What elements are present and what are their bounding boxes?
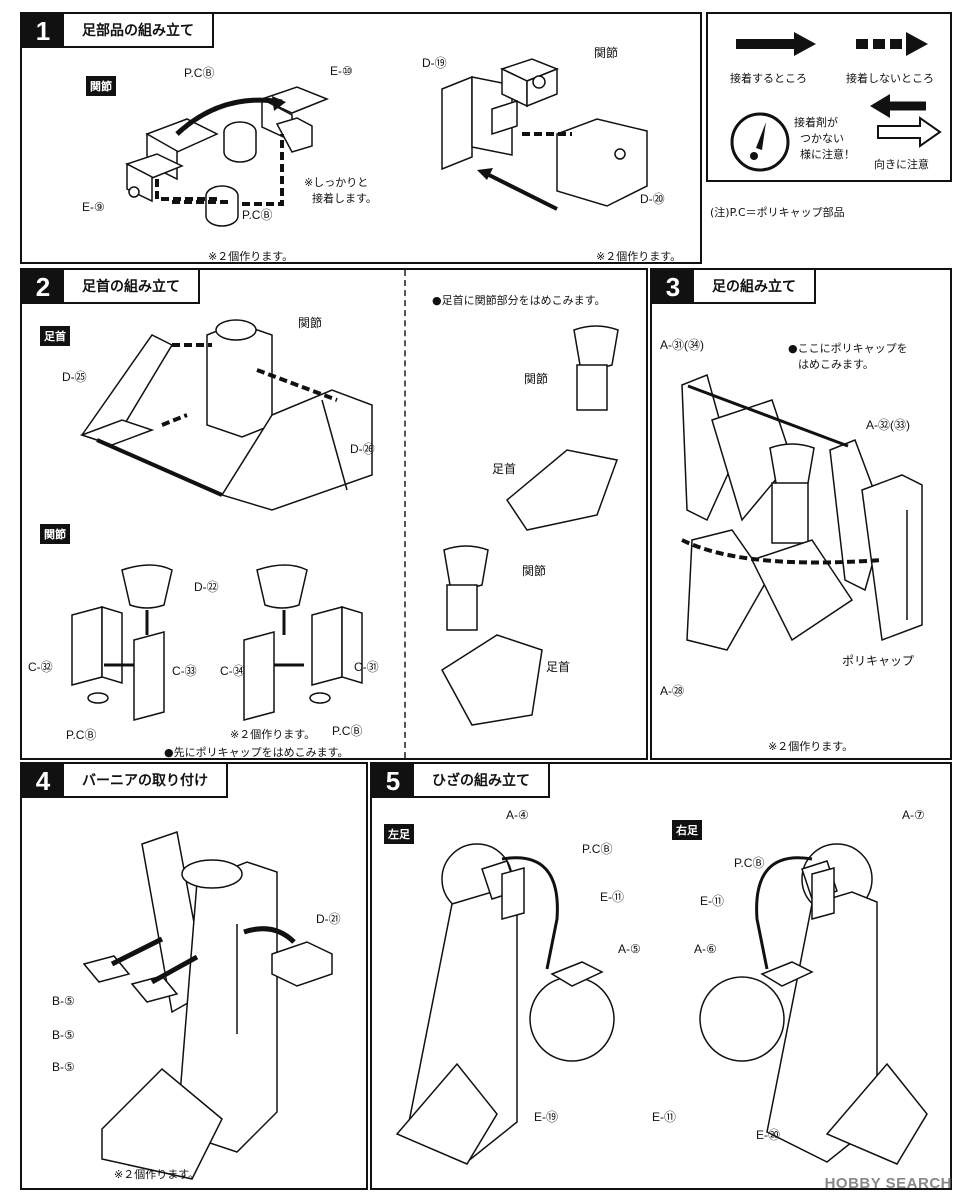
- step-3-title: 足の組み立て: [694, 270, 816, 304]
- label-kansetsu: 関節: [594, 46, 619, 60]
- step-3-panel: 3 足の組み立て A-㉛(㉞) A-㉜(㉝) A-㉘ ポリキャップ ●ここにポリ…: [650, 268, 952, 760]
- step-2-title: 足首の組み立て: [64, 270, 200, 304]
- label-kansetsu-m1: 関節: [524, 372, 549, 386]
- step-2-panel: 2 足首の組み立て 足首 関節: [20, 268, 648, 760]
- label-c33: C-㉝: [172, 664, 197, 678]
- label-c31: C-㉛: [354, 660, 379, 674]
- label-pcb-bottom: P.CⒷ: [242, 208, 273, 222]
- step-1-title: 足部品の組み立て: [64, 14, 214, 48]
- legend-direction: 向きに注意: [874, 158, 929, 171]
- foot-parts-diagram: [125, 58, 648, 227]
- make-two-note-3: ※２個作ります。: [230, 728, 316, 741]
- label-e19: E-⑲: [534, 1110, 559, 1124]
- step-3-number: 3: [652, 270, 694, 304]
- poly-here-note-2: はめこみます。: [798, 358, 874, 371]
- label-ashikubi-m1: 足首: [492, 462, 517, 476]
- label-e20: E-⑳: [756, 1128, 781, 1142]
- right-leg-tag: 右足: [672, 820, 702, 840]
- label-b5-b: B-⑤: [52, 1028, 75, 1042]
- label-pcb-r: P.CⒷ: [332, 724, 363, 738]
- leg-assembly-diagram: [681, 373, 923, 651]
- label-a32: A-㉜(㉝): [866, 418, 910, 432]
- glue-note-1: ※しっかりと: [304, 176, 369, 189]
- legend-warn-1: 接着剤が: [794, 116, 838, 129]
- knee-assembly-diagram: [395, 843, 928, 1165]
- watermark-logo: HOBBY SEARCH: [824, 1175, 952, 1192]
- label-e9: E-⑨: [82, 200, 105, 214]
- label-e11-c: E-⑪: [652, 1110, 677, 1124]
- legend-box: 接着するところ 接着しないところ 接着剤が つかない 様に注意！ 向きに注意: [706, 12, 952, 182]
- label-b5-a: B-⑤: [52, 994, 75, 1008]
- make-two-note-4: ※２個作ります。: [768, 740, 854, 753]
- divider: [404, 270, 406, 758]
- label-d19: D-⑲: [422, 56, 447, 70]
- label-a4: A-④: [506, 808, 529, 822]
- glue-note-2: 接着します。: [312, 192, 377, 205]
- step-4-title: バーニアの取り付け: [64, 764, 228, 798]
- label-a7: A-⑦: [902, 808, 925, 822]
- label-pcb-top: P.CⒷ: [184, 66, 215, 80]
- label-pcb-5l: P.CⒷ: [582, 842, 613, 856]
- label-d26: D-㉖: [350, 442, 375, 456]
- label-pcb-5r: P.CⒷ: [734, 856, 765, 870]
- label-b5-c: B-⑤: [52, 1060, 75, 1074]
- step-2-number: 2: [22, 270, 64, 304]
- label-ashikubi-m2: 足首: [546, 660, 571, 674]
- label-kansetsu-2: 関節: [298, 316, 323, 330]
- label-d20: D-⑳: [640, 192, 665, 206]
- legend-glue: 接着するところ: [730, 72, 807, 85]
- left-leg-tag: 左足: [384, 824, 414, 844]
- label-a28: A-㉘: [660, 684, 685, 698]
- legend-warn-3: 様に注意！: [800, 148, 855, 161]
- ankle-assembly-diagram: [71, 319, 619, 726]
- label-a31: A-㉛(㉞): [660, 338, 704, 352]
- label-a6: A-⑥: [694, 942, 717, 956]
- make-two-note-1: ※２個作ります。: [208, 250, 294, 263]
- label-pcb-l: P.CⒷ: [66, 728, 97, 742]
- poly-here-note-1: ●ここにポリキャップを: [788, 342, 908, 355]
- footnote-pc: (注)P.C＝ポリキャップ部品: [710, 206, 845, 219]
- legend-noglue: 接着しないところ: [846, 72, 934, 85]
- label-c32: C-㉜: [28, 660, 53, 674]
- label-polycap: ポリキャップ: [842, 654, 915, 668]
- vernier-diagram: [82, 831, 333, 1180]
- label-d22: D-㉒: [194, 580, 219, 594]
- ankle-tag: 足首: [40, 326, 70, 346]
- label-a5: A-⑤: [618, 942, 641, 956]
- label-e11-r: E-⑪: [700, 894, 725, 908]
- step-4-panel: 4 バーニアの取り付け D-㉑ B-⑤ B-⑤ B-⑤ ※２個作ります。: [20, 762, 368, 1190]
- make-two-note-2: ※２個作ります。: [596, 250, 682, 263]
- step-5-number: 5: [372, 764, 414, 798]
- step-1-panel: 1 足部品の組み立て 関節: [20, 12, 845, 264]
- step-5-panel: 5 ひざの組み立て 左足 右足 A-④ P.CⒷ E-⑪ A-⑤ A-⑦ P.C…: [370, 762, 952, 1190]
- legend-warn-2: つかない: [800, 132, 844, 145]
- label-d25: D-㉕: [62, 370, 87, 384]
- label-e10: E-⑩: [330, 64, 353, 78]
- joint-tag-2: 関節: [40, 524, 70, 544]
- label-c34: C-㉞: [220, 664, 245, 678]
- label-e11-l: E-⑪: [600, 890, 625, 904]
- label-d21: D-㉑: [316, 912, 341, 926]
- step-4-number: 4: [22, 764, 64, 798]
- step-5-title: ひざの組み立て: [414, 764, 550, 798]
- insert-note: ●足首に関節部分をはめこみます。: [432, 294, 606, 307]
- poly-first-note: ●先にポリキャップをはめこみます。: [164, 746, 349, 759]
- make-two-note-5: ※２個作ります。: [114, 1168, 200, 1181]
- legend-graphics: [730, 32, 942, 172]
- joint-tag: 関節: [86, 76, 116, 96]
- step-1-number: 1: [22, 14, 64, 48]
- label-kansetsu-m2: 関節: [522, 564, 547, 578]
